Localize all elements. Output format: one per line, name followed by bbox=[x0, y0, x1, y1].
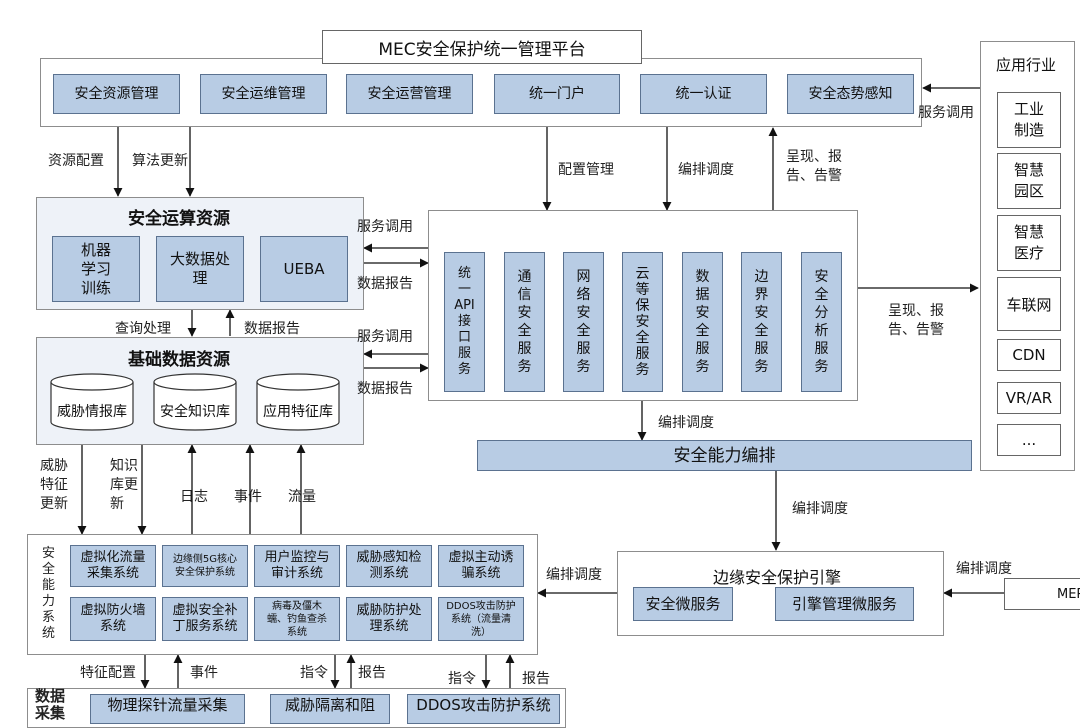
compute-title: 安全运算资源 bbox=[128, 209, 230, 229]
label-command-b: 指令 bbox=[448, 671, 476, 687]
collect-isolation[interactable]: 威胁隔离和阻 bbox=[270, 694, 390, 724]
db-knowledge-label: 安全知识库 bbox=[160, 404, 230, 420]
label-kb-update: 知识 库更 新 bbox=[110, 458, 138, 512]
industry-title: 应用行业 bbox=[996, 56, 1057, 74]
cap-threat-detect[interactable]: 威胁感知检 测系统 bbox=[346, 545, 432, 587]
platform-title: MEC安全保护统一管理平台 bbox=[322, 30, 642, 64]
label-orch-dispatch-2: 编排调度 bbox=[658, 415, 714, 431]
label-orch-dispatch-3: 编排调度 bbox=[792, 501, 848, 517]
label-orch-dispatch-4: 编排调度 bbox=[546, 567, 602, 583]
mep-box[interactable]: MEP bbox=[1004, 578, 1080, 610]
service-data[interactable]: 数 据 安 全 服 务 bbox=[682, 252, 723, 392]
industry-vehicle[interactable]: 车联网 bbox=[997, 277, 1061, 331]
industry-cdn[interactable]: CDN bbox=[997, 339, 1061, 371]
engine-title: 边缘安全保护引擎 bbox=[713, 568, 842, 587]
security-orchestration[interactable]: 安全能力编排 bbox=[477, 440, 972, 471]
module-resource-mgmt[interactable]: 安全资源管理 bbox=[53, 74, 180, 114]
db-knowledge[interactable]: 安全知识库 bbox=[153, 373, 237, 431]
module-portal[interactable]: 统一门户 bbox=[494, 74, 620, 114]
database-icon bbox=[50, 373, 134, 431]
label-event: 事件 bbox=[234, 489, 262, 505]
label-orch-dispatch-5: 编排调度 bbox=[956, 561, 1012, 577]
industry-vrar[interactable]: VR/AR bbox=[997, 382, 1061, 414]
compute-ml[interactable]: 机器 学习 训练 bbox=[52, 236, 140, 302]
engine-mgmt-service[interactable]: 引擎管理微服务 bbox=[775, 587, 914, 621]
database-icon bbox=[256, 373, 340, 431]
cap-user-monitor[interactable]: 用户监控与 审计系统 bbox=[254, 545, 340, 587]
module-situation-awareness[interactable]: 安全态势感知 bbox=[787, 74, 914, 114]
module-ops-mgmt[interactable]: 安全运维管理 bbox=[200, 74, 327, 114]
label-query-process: 查询处理 bbox=[115, 321, 171, 337]
industry-manufacturing[interactable]: 工业 制造 bbox=[997, 92, 1061, 148]
compute-ueba[interactable]: UEBA bbox=[260, 236, 348, 302]
collect-probe[interactable]: 物理探针流量采集 bbox=[90, 694, 245, 724]
engine-micro-service[interactable]: 安全微服务 bbox=[633, 587, 733, 621]
db-threat-intel-label: 威胁情报库 bbox=[57, 404, 127, 420]
service-network[interactable]: 网 络 安 全 服 务 bbox=[563, 252, 604, 392]
cap-virtual-firewall[interactable]: 虚拟防火墙 系统 bbox=[70, 597, 156, 641]
label-command-a: 指令 bbox=[300, 665, 328, 681]
label-data-report-b: 数据报告 bbox=[357, 381, 413, 397]
label-service-call-right: 服务调用 bbox=[918, 105, 974, 121]
label-present-report-1: 呈现、报 告、告警 bbox=[786, 149, 842, 184]
collect-title: 数据 采集 bbox=[35, 687, 66, 722]
database-icon bbox=[153, 373, 237, 431]
label-resource-config: 资源配置 bbox=[48, 153, 104, 169]
service-api[interactable]: 统 一 API 接 口 服 务 bbox=[444, 252, 485, 392]
label-data-report-a: 数据报告 bbox=[357, 276, 413, 292]
cap-active-deception[interactable]: 虚拟主动诱 骗系统 bbox=[438, 545, 524, 587]
cap-patch-service[interactable]: 虚拟安全补 丁服务系统 bbox=[162, 597, 248, 641]
collect-ddos[interactable]: DDOS攻击防护系统 bbox=[407, 694, 560, 724]
label-threat-feature: 威胁 特征 更新 bbox=[40, 458, 68, 512]
service-analysis[interactable]: 安 全 分 析 服 务 bbox=[801, 252, 842, 392]
cap-ddos[interactable]: DDOS攻击防护 系统（流量清 洗） bbox=[438, 597, 524, 641]
cap-threat-protect[interactable]: 威胁防护处 理系统 bbox=[346, 597, 432, 641]
db-app-feature[interactable]: 应用特征库 bbox=[256, 373, 340, 431]
label-data-report-c: 数据报告 bbox=[244, 321, 300, 337]
label-service-call-a: 服务调用 bbox=[357, 219, 413, 235]
industry-medical[interactable]: 智慧 医疗 bbox=[997, 215, 1061, 271]
industry-park[interactable]: 智慧 园区 bbox=[997, 153, 1061, 209]
module-auth[interactable]: 统一认证 bbox=[640, 74, 767, 114]
cap-5g-core[interactable]: 边缘侧5G核心 安全保护系统 bbox=[162, 545, 248, 587]
compute-bigdata[interactable]: 大数据处 理 bbox=[156, 236, 244, 302]
label-present-report-2: 呈现、报 告、告警 bbox=[888, 303, 944, 338]
service-comm[interactable]: 通 信 安 全 服 务 bbox=[504, 252, 545, 392]
db-app-feature-label: 应用特征库 bbox=[263, 404, 333, 420]
service-boundary[interactable]: 边 界 安 全 服 务 bbox=[741, 252, 782, 392]
label-log: 日志 bbox=[180, 489, 208, 505]
label-feature-config: 特征配置 bbox=[80, 665, 136, 681]
label-orch-dispatch-1: 编排调度 bbox=[678, 162, 734, 178]
cap-virus-kill[interactable]: 病毒及僵木 蠕、钓鱼查杀 系统 bbox=[254, 597, 340, 641]
label-traffic: 流量 bbox=[288, 489, 316, 505]
module-operation-mgmt[interactable]: 安全运营管理 bbox=[346, 74, 473, 114]
capability-title: 安 全 能 力 系 统 bbox=[42, 546, 56, 641]
label-config-mgmt: 配置管理 bbox=[558, 162, 614, 178]
cap-virtual-traffic[interactable]: 虚拟化流量 采集系统 bbox=[70, 545, 156, 587]
label-service-call-b: 服务调用 bbox=[357, 329, 413, 345]
industry-more[interactable]: ... bbox=[997, 424, 1061, 456]
basedata-title: 基础数据资源 bbox=[128, 350, 230, 370]
db-threat-intel[interactable]: 威胁情报库 bbox=[50, 373, 134, 431]
service-cloud-compliance[interactable]: 云 等 保 安 全 服 务 bbox=[622, 252, 663, 392]
label-algo-update: 算法更新 bbox=[132, 153, 188, 169]
label-report-a: 报告 bbox=[358, 665, 386, 681]
label-event-b: 事件 bbox=[190, 665, 218, 681]
label-report-b: 报告 bbox=[522, 671, 550, 687]
